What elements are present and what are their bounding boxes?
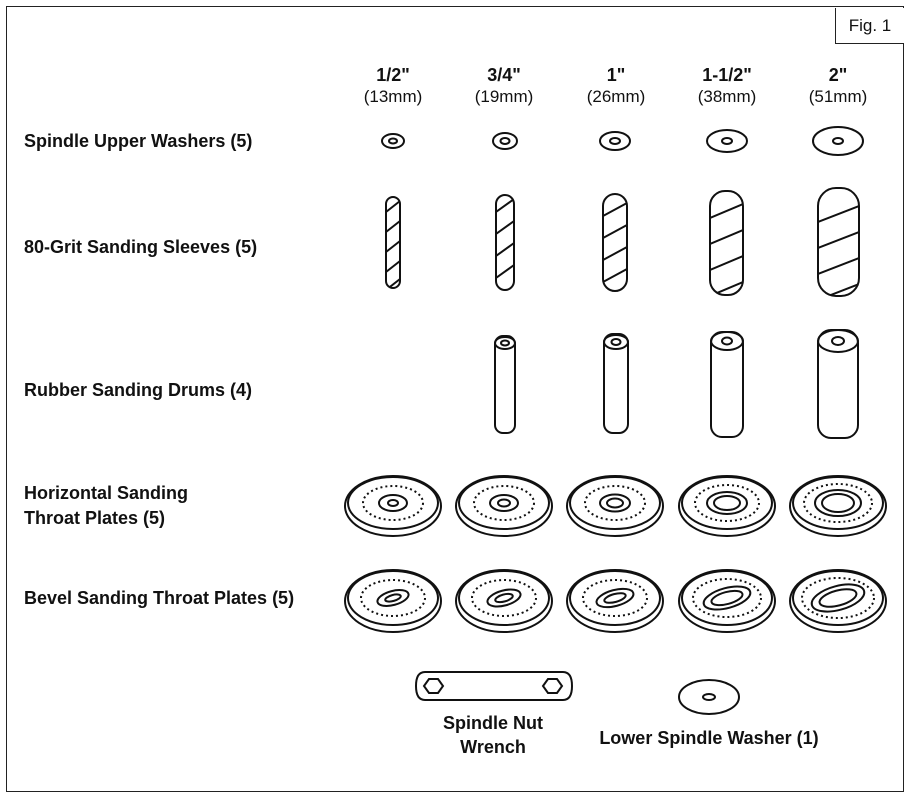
size-header-half-inch: 1/2" (13mm) xyxy=(343,64,443,108)
row-label-upper-washers: Spindle Upper Washers (5) xyxy=(24,131,253,151)
rubber-drum-icon xyxy=(494,335,516,434)
size-header-two-inch: 2" (51mm) xyxy=(788,64,888,108)
upper-washer-icon xyxy=(706,129,748,153)
rubber-drum-icon xyxy=(710,331,744,438)
figure-frame xyxy=(6,6,904,792)
wrench-caption-line1: Spindle Nut xyxy=(443,713,543,733)
bevel-throat-plate-icon xyxy=(789,569,887,633)
size-mm: (38mm) xyxy=(697,87,757,106)
sanding-sleeve-icon xyxy=(495,194,515,291)
horizontal-throat-plate-group xyxy=(344,475,887,537)
bevel-throat-plate-icon xyxy=(678,569,776,633)
horizontal-throat-plate-icon xyxy=(344,475,442,537)
size-mm: (13mm) xyxy=(363,87,423,106)
lower-washer-icon xyxy=(678,679,740,715)
figure-label: Fig. 1 xyxy=(835,8,904,44)
row-label-horizontal-plates-2: Throat Plates (5) xyxy=(24,508,166,528)
wrench-caption: Spindle Nut Wrench xyxy=(423,711,563,759)
horizontal-throat-plate-icon xyxy=(789,475,887,537)
size-inch: 1" xyxy=(606,65,626,85)
size-mm: (51mm) xyxy=(808,87,868,106)
size-inch: 3/4" xyxy=(487,65,521,85)
size-header-one-inch: 1" (26mm) xyxy=(566,64,666,108)
sanding-sleeve-icon xyxy=(817,187,860,297)
upper-washer-icon xyxy=(381,133,405,149)
size-header-three-quarter-inch: 3/4" (19mm) xyxy=(454,64,554,108)
bevel-throat-plate-icon xyxy=(455,569,553,633)
lower-washer-caption: Lower Spindle Washer (1) xyxy=(599,728,819,748)
bevel-throat-plate-icon xyxy=(344,569,442,633)
row-label-sanding-sleeves: 80-Grit Sanding Sleeves (5) xyxy=(24,237,258,257)
bevel-throat-plate-icon xyxy=(566,569,664,633)
row-label-bevel-plates: Bevel Sanding Throat Plates (5) xyxy=(24,588,295,608)
rubber-drum-group xyxy=(494,329,859,439)
size-inch: 1-1/2" xyxy=(702,65,752,85)
horizontal-throat-plate-icon xyxy=(678,475,776,537)
size-inch: 1/2" xyxy=(376,65,410,85)
size-mm: (26mm) xyxy=(586,87,646,106)
size-header-one-and-half-inch: 1-1/2" (38mm) xyxy=(677,64,777,108)
upper-washer-icon xyxy=(599,131,631,151)
horizontal-throat-plate-icon xyxy=(455,475,553,537)
row-label-rubber-drums: Rubber Sanding Drums (4) xyxy=(24,380,253,400)
upper-washer-icon xyxy=(492,132,518,150)
sanding-sleeve-icon xyxy=(709,190,744,296)
wrench-icon xyxy=(414,671,574,701)
wrench-caption-line2: Wrench xyxy=(460,737,526,757)
upper-washer-icon xyxy=(812,126,864,156)
rubber-drum-icon xyxy=(603,333,629,434)
upper-washer-group xyxy=(381,126,864,156)
sanding-sleeve-icon xyxy=(602,193,628,292)
bevel-throat-plate-group xyxy=(344,569,887,633)
rubber-drum-icon xyxy=(817,329,859,439)
size-mm: (19mm) xyxy=(474,87,534,106)
horizontal-throat-plate-icon xyxy=(566,475,664,537)
sanding-sleeve-group xyxy=(385,187,860,297)
size-inch: 2" xyxy=(828,65,848,85)
sanding-sleeve-icon xyxy=(385,196,401,289)
row-label-horizontal-plates-1: Horizontal Sanding xyxy=(24,483,188,503)
